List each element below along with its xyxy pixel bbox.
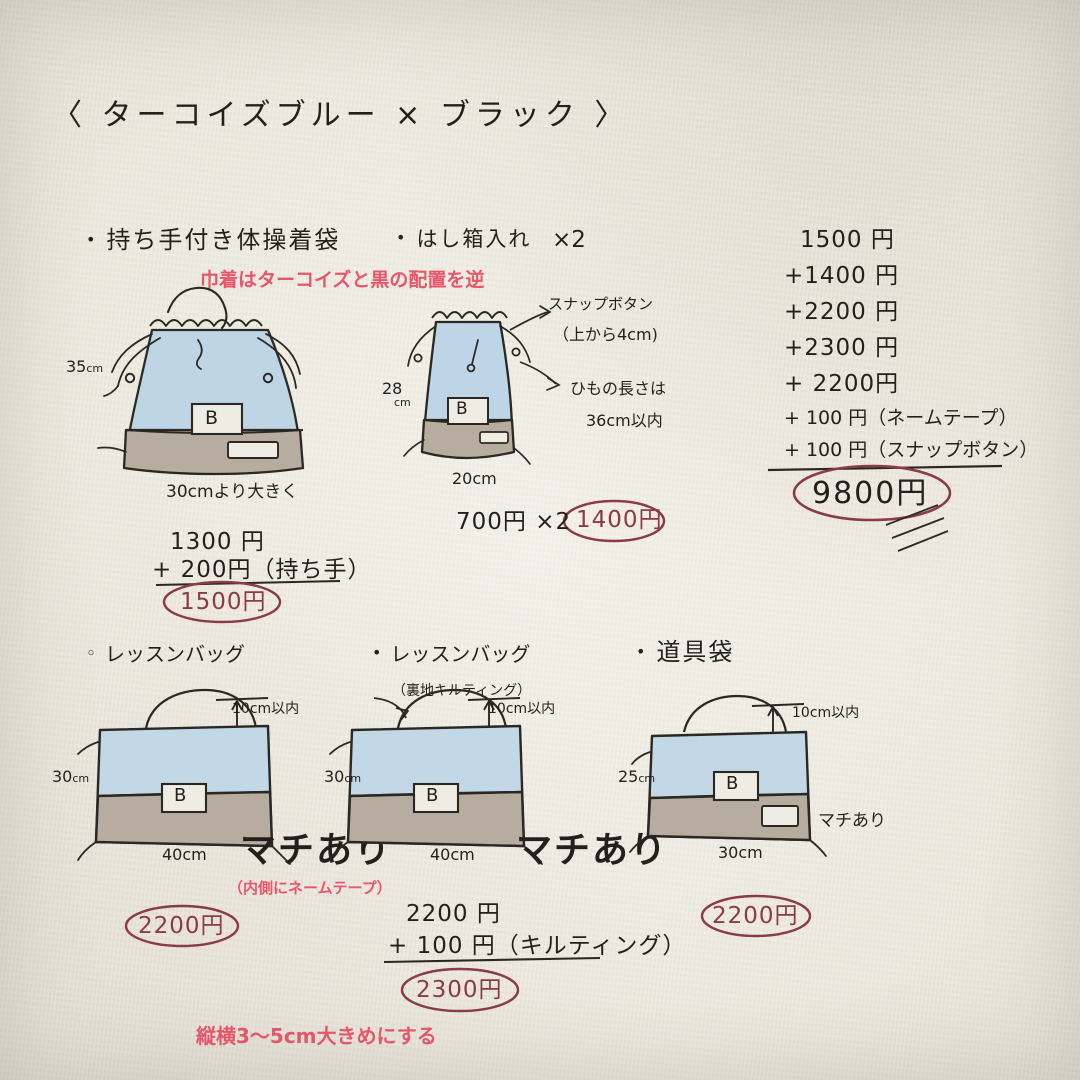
chopstick-cord-note: ひもの長さは — [570, 379, 667, 398]
chopstick-snap-subnote: （上から4cm) — [553, 325, 658, 344]
item-heading-tool-bag: 道具袋 — [636, 639, 734, 666]
item-heading-chopstick-case: はし箱入れ — [396, 228, 531, 251]
lesson-bag-1-width-label: 40cm — [162, 845, 207, 864]
gym-bag-width-note: 30cmより大きく — [166, 482, 299, 502]
lesson-bag-2-height-label: 30cm — [324, 767, 362, 786]
page-title: 〈 ターコイズブルー × ブラック 〉 — [52, 98, 630, 133]
lesson-bag-2-patch-label: B — [426, 785, 439, 806]
tool-bag-width-label: 30cm — [718, 843, 763, 862]
footer-red-note: 縦横3〜5cm大きめにする — [196, 1024, 437, 1048]
lesson-bag-2-machi: マチあり — [516, 830, 669, 871]
tool-bag-machi: マチあり — [818, 811, 886, 831]
gym-bag-price-add: + 200円（持ち手） — [152, 557, 372, 583]
lesson-bag-2-lining-note: （裏地キルティング） — [392, 683, 532, 699]
lesson-bag-2-price-add: + 100 円（キルティング） — [388, 933, 687, 959]
gym-bag-red-note: 巾着はターコイズと黒の配置を逆 — [200, 269, 485, 291]
summary-line-4: + 2200円 — [784, 371, 900, 397]
chopstick-patch-label: B — [456, 399, 468, 419]
lesson-bag-1-red-note: （内側にネームテープ） — [228, 879, 392, 897]
lesson-bag-2-price-base: 2200 円 — [406, 901, 501, 927]
tool-bag-height-label: 25cm — [618, 767, 656, 786]
lesson-bag-2-price-total: 2300円 — [416, 977, 503, 1003]
lesson-bag-1-handle-note: 10cm以内 — [232, 701, 300, 717]
gym-bag-patch-label: B — [205, 407, 219, 429]
lesson-bag-2-width-label: 40cm — [430, 845, 475, 864]
chopstick-price-total: 1400円 — [576, 507, 663, 533]
chopstick-snap-note: スナップボタン — [548, 295, 654, 313]
summary-line-2: +2200 円 — [784, 299, 900, 325]
tool-bag-handle-note: 10cm以内 — [792, 705, 860, 721]
lesson-bag-1-height-label: 30cm — [52, 767, 90, 786]
gym-bag-height-label: 35cm — [66, 357, 104, 376]
summary-line-5: + 100 円（ネームテープ） — [784, 407, 1018, 429]
gym-bag-price-base: 1300 円 — [170, 529, 265, 555]
summary-total: 9800円 — [812, 476, 929, 511]
chopstick-price-unit: 700円 ×2 — [456, 509, 572, 535]
tool-bag-price-total: 2200円 — [712, 903, 799, 929]
item-heading-lesson-bag-2: レッスンバッグ — [372, 643, 530, 666]
gym-bag-price-total: 1500円 — [180, 589, 267, 615]
lesson-bag-1-patch-label: B — [174, 785, 187, 806]
lesson-bag-1-machi: マチあり — [240, 830, 393, 871]
lesson-bag-1-price-total: 2200円 — [138, 913, 225, 939]
summary-line-1: +1400 円 — [784, 263, 900, 289]
item-heading-gym-bag: 持ち手付き体操着袋 — [86, 227, 340, 254]
chopstick-case-qty: ×2 — [552, 227, 586, 253]
item-heading-lesson-bag-1: レッスンバッグ — [86, 643, 245, 666]
tool-bag-patch-label: B — [726, 773, 739, 794]
chopstick-width-label: 20cm — [452, 469, 497, 488]
chopstick-cord-subnote: 36cm以内 — [586, 411, 663, 430]
lesson-bag-2-handle-note: 10cm以内 — [488, 701, 556, 717]
summary-line-3: +2300 円 — [784, 335, 900, 361]
summary-line-0: 1500 円 — [800, 227, 895, 253]
summary-line-6: + 100 円（スナップボタン） — [784, 439, 1039, 461]
